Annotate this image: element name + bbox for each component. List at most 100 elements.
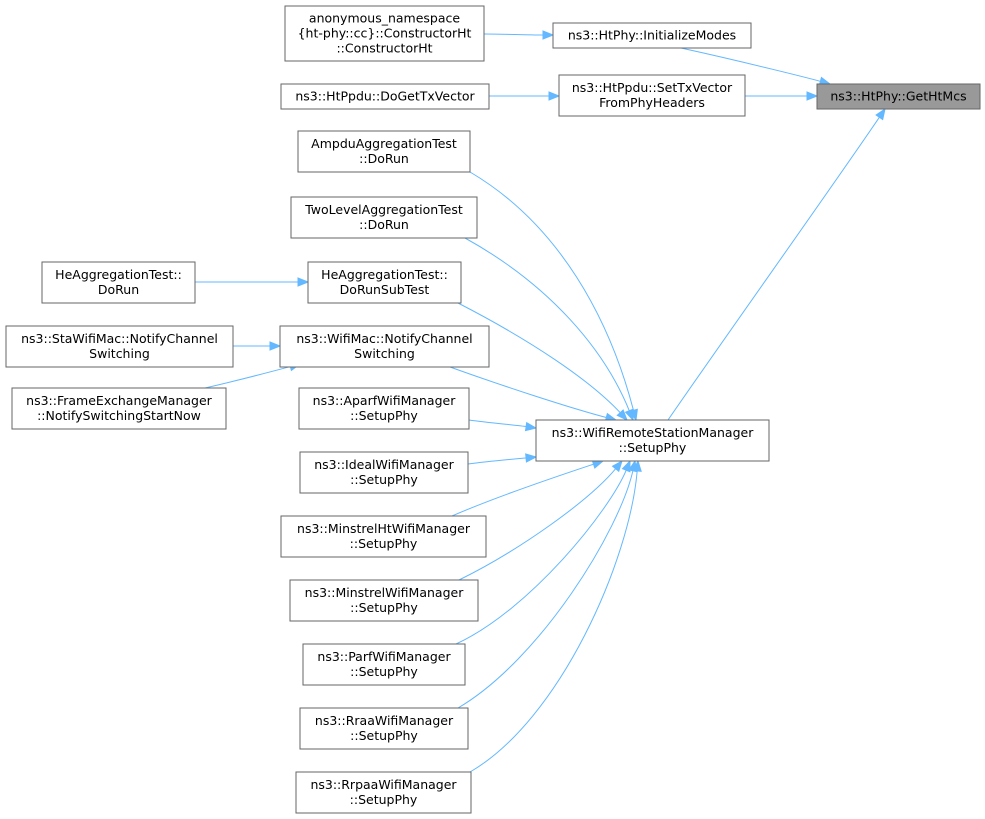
node-herun[interactable]: HeAggregationTest::DoRun xyxy=(41,261,196,304)
node-anon[interactable]: anonymous_namespace{ht-phy::cc}::Constru… xyxy=(284,5,485,62)
edge-arrowhead xyxy=(542,30,555,40)
node-box xyxy=(552,22,752,49)
edge-settx-to-root xyxy=(744,91,819,101)
node-box xyxy=(299,451,469,494)
node-label: ns3::MinstrelHtWifiManager xyxy=(297,521,471,536)
edge-wifimac-to-remote xyxy=(449,366,618,422)
edge-line xyxy=(483,33,545,36)
edge-anon-to-initmodes xyxy=(483,30,555,40)
node-twolevel[interactable]: TwoLevelAggregationTest::DoRun xyxy=(290,196,478,239)
node-aparf[interactable]: ns3::AparfWifiManager::SetupPhy xyxy=(298,387,470,430)
node-parf[interactable]: ns3::ParfWifiManager::SetupPhy xyxy=(302,643,466,686)
node-box xyxy=(279,325,490,368)
node-box xyxy=(298,387,470,430)
node-label: ::SetupPhy xyxy=(350,408,418,423)
node-initmodes[interactable]: ns3::HtPhy::InitializeModes xyxy=(552,22,752,49)
node-label: ::ConstructorHt xyxy=(336,41,432,56)
node-label: FromPhyHeaders xyxy=(599,95,705,110)
edge-line xyxy=(469,469,638,773)
edge-herun-to-hesub xyxy=(194,277,310,287)
node-label: ::DoRun xyxy=(359,217,409,232)
node-label: ::NotifySwitchingStartNow xyxy=(37,408,201,423)
node-hesub[interactable]: HeAggregationTest::DoRunSubTest xyxy=(307,261,462,304)
edge-parf-to-remote xyxy=(455,459,631,645)
edge-arrowhead xyxy=(621,459,631,473)
node-label: ::SetupPhy xyxy=(350,472,418,487)
edge-line xyxy=(455,469,628,645)
node-box xyxy=(535,419,770,462)
node-minstrel[interactable]: ns3::MinstrelWifiManager::SetupPhy xyxy=(289,579,479,622)
edge-arrowhead xyxy=(524,421,538,432)
node-label: ns3::IdealWifiManager xyxy=(314,457,454,472)
node-label: DoRunSubTest xyxy=(340,282,430,297)
edge-remote-to-root xyxy=(667,107,886,421)
node-label: ::DoRun xyxy=(359,151,409,166)
edge-line xyxy=(204,365,292,389)
node-box xyxy=(558,74,746,117)
node-box xyxy=(295,771,472,814)
node-box xyxy=(280,83,490,110)
edge-line xyxy=(458,467,617,581)
node-box xyxy=(280,515,487,558)
edge-arrowhead xyxy=(806,91,819,101)
edge-line xyxy=(451,463,595,517)
node-root[interactable]: ns3::HtPhy::GetHtMcs xyxy=(816,83,981,110)
edge-aparf-to-remote xyxy=(468,419,538,432)
edge-arrowhead xyxy=(632,459,642,472)
node-label: HeAggregationTest:: xyxy=(55,267,182,282)
edges-layer xyxy=(194,30,886,773)
node-label: ::SetupPhy xyxy=(350,536,418,551)
edge-dogettx-to-settx xyxy=(488,91,561,101)
node-minstrelht[interactable]: ns3::MinstrelHtWifiManager::SetupPhy xyxy=(280,515,487,558)
node-label: ns3::RraaWifiManager xyxy=(315,713,454,728)
node-box xyxy=(307,261,462,304)
edge-rrpaa-to-remote xyxy=(469,459,642,773)
node-label: ns3::StaWifiMac::NotifyChannel xyxy=(21,331,218,346)
node-label: ns3::FrameExchangeManager xyxy=(26,393,212,408)
edge-hesub-to-remote xyxy=(457,302,628,421)
edge-line xyxy=(467,457,528,465)
node-label: DoRun xyxy=(98,282,139,297)
node-box xyxy=(5,325,234,368)
node-box xyxy=(816,83,981,110)
node-ideal[interactable]: ns3::IdealWifiManager::SetupPhy xyxy=(299,451,469,494)
node-label: {ht-phy::cc}::ConstructorHt xyxy=(298,26,472,41)
node-box xyxy=(284,5,485,62)
edge-ideal-to-remote xyxy=(467,453,538,465)
node-label: ns3::HtPhy::InitializeModes xyxy=(568,28,736,43)
edge-line xyxy=(468,419,528,428)
edge-stawifi-to-wifimac xyxy=(233,341,282,351)
node-remote[interactable]: ns3::WifiRemoteStationManager::SetupPhy xyxy=(535,419,770,462)
node-rraa[interactable]: ns3::RraaWifiManager::SetupPhy xyxy=(299,707,469,750)
edge-arrowhead xyxy=(591,459,605,469)
edge-line xyxy=(667,116,881,421)
edge-arrowhead xyxy=(525,453,538,463)
node-label: Switching xyxy=(354,346,415,361)
edge-arrowhead xyxy=(875,107,886,121)
edge-line xyxy=(464,237,631,412)
node-label: ns3::HtPpdu::SetTxVector xyxy=(572,80,733,95)
edge-minstrelht-to-remote xyxy=(451,459,605,517)
edge-line xyxy=(680,47,822,83)
node-frameex[interactable]: ns3::FrameExchangeManager::NotifySwitchi… xyxy=(11,387,227,430)
edge-arrowhead xyxy=(269,341,282,351)
node-label: ::SetupPhy xyxy=(350,728,418,743)
edge-rraa-to-remote xyxy=(457,459,638,709)
edge-line xyxy=(449,366,608,419)
node-label: ns3::RrpaaWifiManager xyxy=(310,777,457,792)
edge-arrowhead xyxy=(611,459,623,473)
node-rrpaa[interactable]: ns3::RrpaaWifiManager::SetupPhy xyxy=(295,771,472,814)
edge-line xyxy=(457,469,634,709)
node-label: ns3::HtPhy::GetHtMcs xyxy=(830,89,966,104)
node-ampdu[interactable]: AmpduAggregationTest::DoRun xyxy=(297,130,471,173)
node-label: Switching xyxy=(89,346,150,361)
edge-line xyxy=(457,302,622,414)
node-label: TwoLevelAggregationTest xyxy=(304,202,463,217)
node-dogettx[interactable]: ns3::HtPpdu::DoGetTxVector xyxy=(280,83,490,110)
node-label: ns3::MinstrelWifiManager xyxy=(305,585,465,600)
node-label: ::SetupPhy xyxy=(350,792,418,807)
node-box xyxy=(302,643,466,686)
